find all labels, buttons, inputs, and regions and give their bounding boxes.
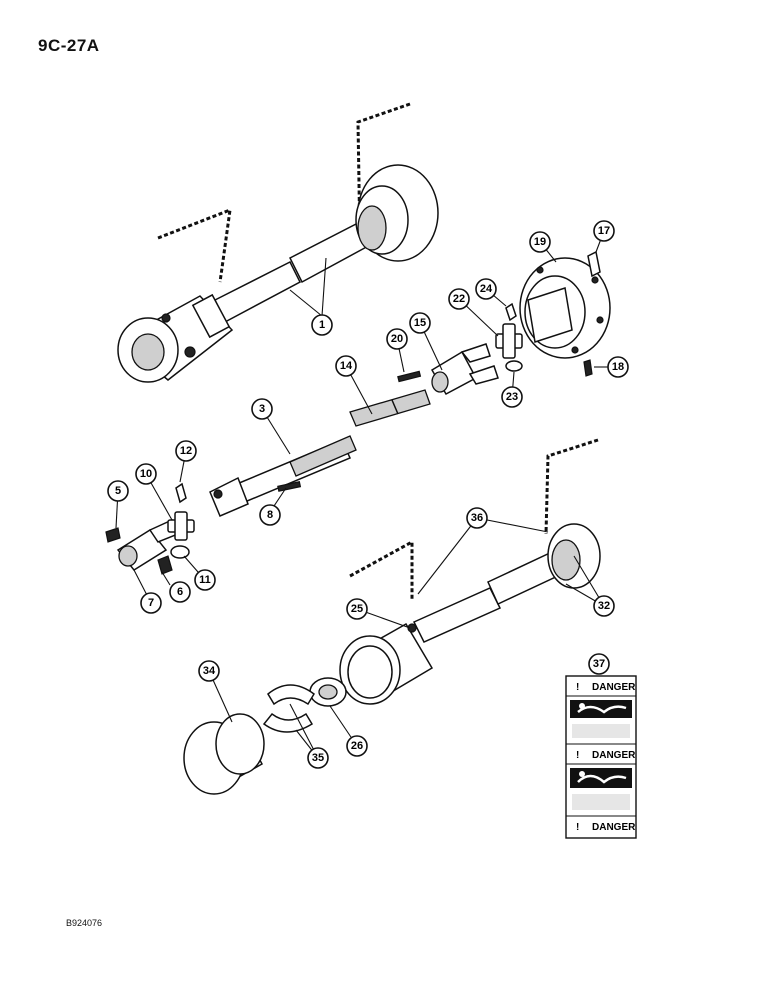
- flange-hub: [519, 257, 611, 359]
- callout-36: 36: [466, 507, 488, 529]
- callout-36-label: 36: [471, 512, 483, 524]
- decal-mark-1: !: [576, 682, 579, 693]
- figure-id: B924076: [66, 918, 103, 928]
- callout-20: 20: [386, 328, 408, 350]
- inner-tube-3: [209, 435, 357, 517]
- callout-19: 19: [529, 231, 551, 253]
- bearing-26: [309, 677, 347, 707]
- callout-35-label: 35: [312, 752, 324, 764]
- callout-22-label: 22: [453, 293, 465, 305]
- snap-ring-23: [505, 360, 523, 372]
- callout-17: 17: [593, 220, 615, 242]
- callout-5-label: 5: [115, 485, 121, 497]
- upper-outer-tube: [214, 260, 301, 324]
- callout-5: 5: [107, 480, 129, 502]
- callout-18: 18: [607, 356, 629, 378]
- callout-15-label: 15: [414, 317, 426, 329]
- callout-19-label: 19: [534, 236, 546, 248]
- callout-24: 24: [475, 278, 497, 300]
- callout-37: 37: [588, 653, 610, 675]
- grease-fitting-24: [505, 302, 517, 322]
- decal-mark-2: !: [576, 750, 579, 761]
- snap-ring-11: [170, 545, 190, 559]
- callout-23: 23: [501, 386, 523, 408]
- callout-10: 10: [135, 463, 157, 485]
- callout-32: 32: [593, 595, 615, 617]
- danger-decal: ! DANGER ! DANGER ! DANGER: [565, 675, 637, 839]
- lower-outer-tube: [412, 587, 502, 643]
- inner-shaft-14: [349, 389, 431, 427]
- callout-23-label: 23: [506, 391, 518, 403]
- callout-17-label: 17: [598, 225, 610, 237]
- bolt-17: [587, 250, 601, 278]
- decal-mark-3: !: [576, 822, 579, 833]
- callout-7: 7: [140, 592, 162, 614]
- upper-shaft-assembly: [117, 102, 439, 383]
- decal-pictogram-1: [570, 700, 632, 718]
- callout-14-label: 14: [340, 360, 353, 372]
- decal-label-2: DANGER: [592, 750, 636, 761]
- callout-8-label: 8: [267, 509, 273, 521]
- callout-3: 3: [251, 398, 273, 420]
- callout-32-label: 32: [598, 600, 610, 612]
- cross-bearing-22: [495, 323, 523, 359]
- shield-cone-34: [183, 713, 265, 795]
- lower-right-chain: [544, 438, 599, 535]
- callout-8: 8: [259, 504, 281, 526]
- callout-34-label: 34: [203, 665, 216, 677]
- bearing-halves-35: [262, 684, 315, 733]
- callout-12: 12: [175, 440, 197, 462]
- callout-1-label: 1: [319, 319, 325, 331]
- callout-11: 11: [194, 569, 216, 591]
- page-code: 9C-27A: [38, 36, 100, 55]
- spring-6: [157, 555, 173, 575]
- yoke-15: [430, 343, 499, 396]
- decal-pictogram-2: [570, 768, 632, 788]
- callout-24-label: 24: [480, 283, 493, 295]
- uj-group: [105, 482, 195, 575]
- decal-label-1: DANGER: [592, 682, 636, 693]
- callout-6-label: 6: [177, 586, 183, 598]
- callout-22: 22: [448, 288, 470, 310]
- callout-15: 15: [409, 312, 431, 334]
- callout-1: 1: [311, 314, 333, 336]
- roll-pin-20: [397, 370, 422, 383]
- callout-26: 26: [346, 735, 368, 757]
- decal-label-3: DANGER: [592, 822, 636, 833]
- spring-pin-18: [583, 359, 593, 377]
- callout-20-label: 20: [391, 333, 403, 345]
- callout-6: 6: [169, 581, 191, 603]
- callout-3-label: 3: [259, 403, 265, 415]
- callout-18-label: 18: [612, 361, 624, 373]
- callout-12-label: 12: [180, 445, 192, 457]
- lower-shaft-assembly: [339, 438, 601, 705]
- callout-10-label: 10: [140, 468, 152, 480]
- callout-37-label: 37: [593, 658, 605, 670]
- roll-pin-8: [277, 481, 302, 492]
- spring-pin-5: [105, 527, 121, 543]
- callout-35: 35: [307, 747, 329, 769]
- lower-left-chain: [349, 539, 414, 600]
- callout-7-label: 7: [148, 597, 154, 609]
- callout-25-label: 25: [351, 603, 363, 615]
- callout-26-label: 26: [351, 740, 363, 752]
- callout-34: 34: [198, 660, 220, 682]
- grease-fitting-12: [175, 482, 187, 504]
- callout-25: 25: [346, 598, 368, 620]
- callout-11-label: 11: [199, 574, 211, 586]
- upper-left-chain: [157, 207, 232, 283]
- callout-14: 14: [335, 355, 357, 377]
